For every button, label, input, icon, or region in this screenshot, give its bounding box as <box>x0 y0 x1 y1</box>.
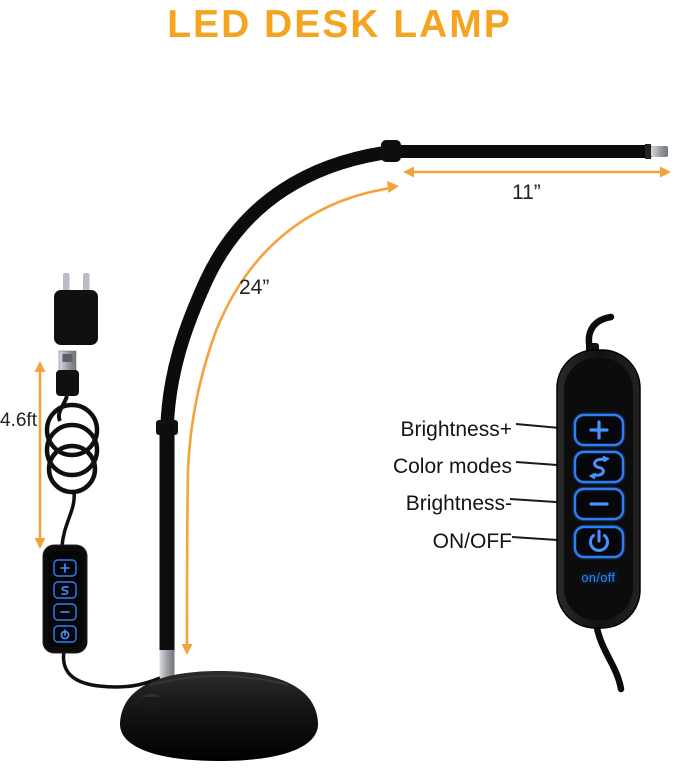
cable-length-arrow <box>34 361 46 549</box>
inline-remote-small <box>42 544 88 654</box>
gooseneck-arm <box>160 144 404 435</box>
cable-length-label: 4.6ft <box>0 410 37 431</box>
color-modes-label: Color modes <box>392 455 512 478</box>
color-modes-icon <box>588 455 610 480</box>
controller-remote <box>556 313 641 693</box>
on-off-label: ON/OFF <box>432 530 512 553</box>
brightness-plus-label: Brightness+ <box>400 418 512 441</box>
plus-icon <box>589 420 609 440</box>
usb-plug-icon <box>56 350 79 396</box>
lamp-head <box>381 140 668 162</box>
product-title: LED DESK LAMP <box>167 3 512 46</box>
cable-coil <box>44 395 100 547</box>
wall-adapter-icon <box>54 273 98 345</box>
brightness-minus-label: Brightness- <box>405 492 512 515</box>
base-cable <box>61 650 161 689</box>
arm-length-label: 24” <box>239 276 270 299</box>
power-icon <box>589 529 609 552</box>
arm-length-arrow <box>181 181 399 655</box>
remote-onoff-text: on/off <box>581 571 616 585</box>
head-length-label: 11” <box>512 181 541 204</box>
lamp-base <box>119 671 319 761</box>
lamp-pole <box>156 420 178 695</box>
head-length-arrow <box>403 166 671 178</box>
